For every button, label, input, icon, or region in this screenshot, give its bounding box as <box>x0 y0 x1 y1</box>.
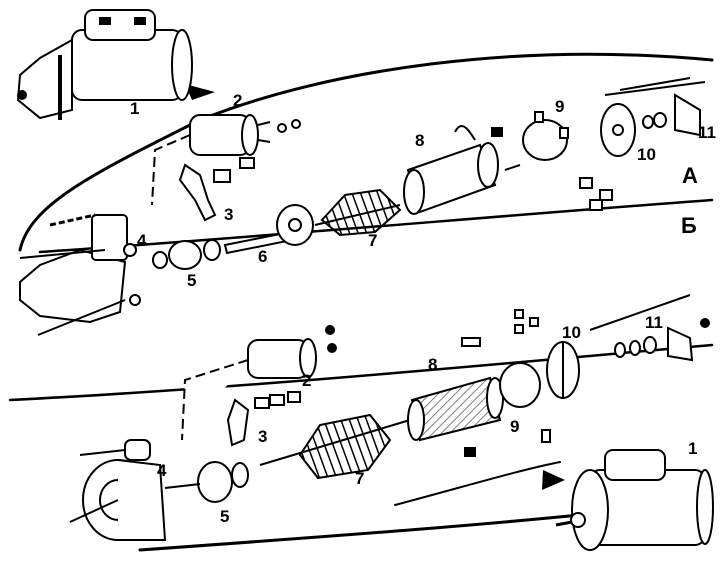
callout-a-1: 1 <box>130 99 140 118</box>
callout-b-3: 3 <box>258 427 268 446</box>
callout-b-5: 5 <box>220 507 230 526</box>
callout-a-6: 6 <box>258 247 268 266</box>
field-housing-b <box>407 376 504 457</box>
end-cap-b <box>546 294 691 399</box>
callout-a-8: 8 <box>415 131 425 150</box>
callout-a-3: 3 <box>224 205 234 224</box>
starter-assembly-a <box>16 9 193 120</box>
fork-lever-b <box>226 391 301 447</box>
field-housing-a <box>403 125 503 215</box>
drive-gear-a <box>152 239 221 270</box>
solenoid-b <box>181 325 337 441</box>
armature-b <box>259 413 411 480</box>
callout-a-2: 2 <box>233 91 243 110</box>
fork-lever-a <box>178 157 255 222</box>
panel-a-arrowhead <box>185 84 215 100</box>
callout-b-7: 7 <box>355 469 365 488</box>
callout-b-8: 8 <box>428 355 438 374</box>
callout-a-5: 5 <box>187 271 197 290</box>
shaft-a <box>223 204 314 255</box>
callout-a-7: 7 <box>368 231 378 250</box>
brush-holder-b <box>461 309 551 443</box>
callout-b-4: 4 <box>157 461 167 480</box>
section-label-b: Б <box>681 213 697 238</box>
solenoid-a <box>151 114 301 206</box>
callout-b-1: 1 <box>688 439 698 458</box>
end-cap-a <box>600 103 636 157</box>
callout-b-2: 2 <box>302 371 312 390</box>
section-label-a: А <box>682 163 698 188</box>
drive-housing-b <box>69 439 167 541</box>
panel-b-arrowhead <box>542 470 565 490</box>
armature-a <box>314 188 402 237</box>
callout-b-9: 9 <box>510 417 520 436</box>
callout-b-10: 10 <box>562 323 581 342</box>
callout-b-11: 11 <box>645 313 663 332</box>
starter-assembly-b <box>555 449 714 551</box>
cover-bolts-a <box>604 77 706 137</box>
drive-housing-a <box>19 213 141 336</box>
callout-a-4: 4 <box>137 231 147 250</box>
callout-a-9: 9 <box>555 97 565 116</box>
brush-holder-a <box>504 111 613 211</box>
cover-bolts-b <box>614 318 710 362</box>
drive-gear-b <box>164 461 249 503</box>
callout-a-11: 11 <box>698 123 716 142</box>
callout-a-10: 10 <box>637 145 656 164</box>
